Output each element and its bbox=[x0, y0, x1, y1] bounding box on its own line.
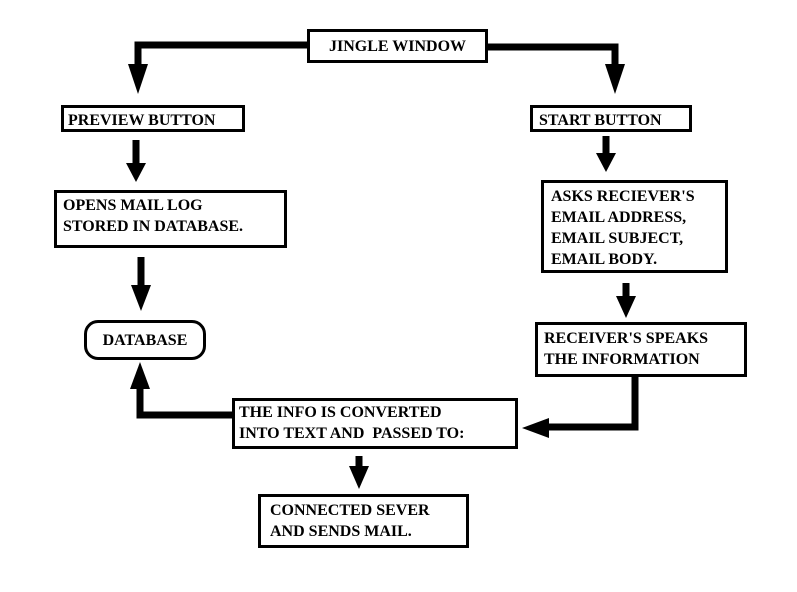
arrowhead-server bbox=[349, 466, 369, 489]
node-receiver-speaks-line-2: THE INFORMATION bbox=[544, 351, 700, 368]
node-receiver-speaks: RECEIVER'S SPEAKS THE INFORMATION bbox=[535, 322, 747, 377]
node-start-button: START BUTTON bbox=[530, 105, 692, 132]
node-start-button-line-1: START BUTTON bbox=[539, 112, 662, 129]
arrowhead-database-top bbox=[131, 285, 151, 311]
node-info-converted-line-2: INTO TEXT AND PASSED TO: bbox=[239, 425, 465, 442]
arrowhead-start bbox=[605, 64, 625, 94]
node-asks-receiver-line-2: EMAIL ADDRESS, bbox=[551, 209, 687, 226]
node-opens-mail-log-line-1: OPENS MAIL LOG bbox=[63, 197, 203, 214]
arrowhead-info bbox=[522, 418, 549, 438]
arrowhead-speaks bbox=[616, 296, 636, 318]
node-preview-button-line-1: PREVIEW BUTTON bbox=[68, 112, 216, 129]
node-connected-server-line-1: CONNECTED SEVER bbox=[270, 502, 430, 519]
node-preview-button: PREVIEW BUTTON bbox=[61, 105, 245, 132]
node-jingle-window-line-1: JINGLE WINDOW bbox=[328, 38, 467, 55]
node-connected-server-line-2: AND SENDS MAIL. bbox=[270, 523, 412, 540]
node-opens-mail-log-line-2: STORED IN DATABASE. bbox=[63, 218, 244, 235]
node-jingle-window: JINGLE WINDOW bbox=[307, 29, 488, 63]
node-database: DATABASE bbox=[84, 320, 206, 360]
node-receiver-speaks-line-1: RECEIVER'S SPEAKS bbox=[544, 330, 709, 347]
arrowhead-preview bbox=[128, 64, 148, 94]
node-info-converted-line-1: THE INFO IS CONVERTED bbox=[239, 404, 442, 421]
edge-jingle-to-preview bbox=[134, 41, 307, 66]
arrowhead-database-bottom bbox=[130, 362, 150, 389]
edge-info-to-database bbox=[136, 387, 232, 419]
arrowhead-opens bbox=[126, 163, 146, 182]
node-asks-receiver-line-1: ASKS RECIEVER'S bbox=[551, 188, 695, 205]
node-connected-server: CONNECTED SEVER AND SENDS MAIL. bbox=[258, 494, 469, 548]
node-opens-mail-log: OPENS MAIL LOG STORED IN DATABASE. bbox=[54, 190, 287, 248]
node-asks-receiver-line-3: EMAIL SUBJECT, bbox=[551, 230, 684, 247]
edge-jingle-to-start bbox=[488, 43, 619, 66]
node-database-line-1: DATABASE bbox=[102, 332, 188, 349]
node-asks-receiver: ASKS RECIEVER'S EMAIL ADDRESS, EMAIL SUB… bbox=[541, 180, 728, 273]
arrowhead-asks bbox=[596, 153, 616, 172]
node-asks-receiver-line-4: EMAIL BODY. bbox=[551, 251, 658, 268]
node-info-converted: THE INFO IS CONVERTED INTO TEXT AND PASS… bbox=[232, 398, 518, 449]
edge-speaks-to-info bbox=[546, 377, 639, 431]
